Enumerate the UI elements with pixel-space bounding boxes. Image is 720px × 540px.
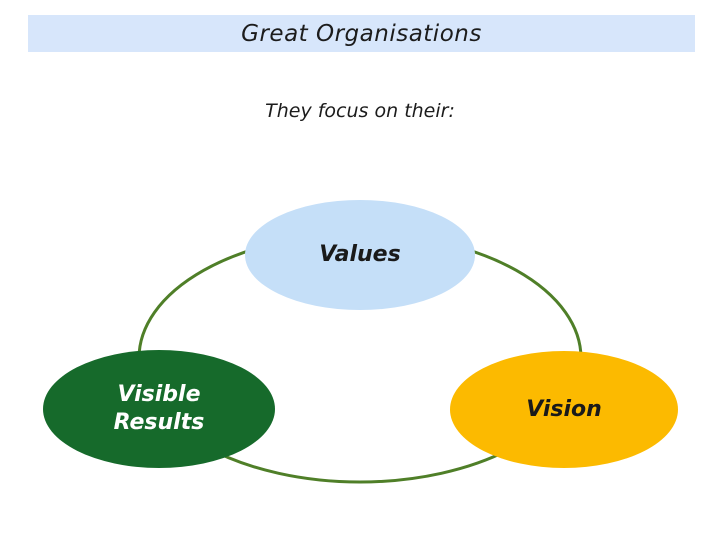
node-values: Values	[245, 200, 475, 310]
node-vision-label: Vision	[526, 396, 602, 422]
node-visible-results-label-line1: Visible	[117, 382, 201, 408]
title-bar: Great Organisations	[28, 15, 695, 52]
node-visible-results: Visible Results	[43, 350, 275, 468]
node-vision: Vision	[450, 351, 678, 468]
node-visible-results-label-line2: Results	[113, 410, 205, 435]
node-values-label: Values	[319, 242, 401, 268]
slide-subtitle: They focus on their:	[265, 100, 455, 122]
slide-title: Great Organisations	[241, 20, 482, 47]
